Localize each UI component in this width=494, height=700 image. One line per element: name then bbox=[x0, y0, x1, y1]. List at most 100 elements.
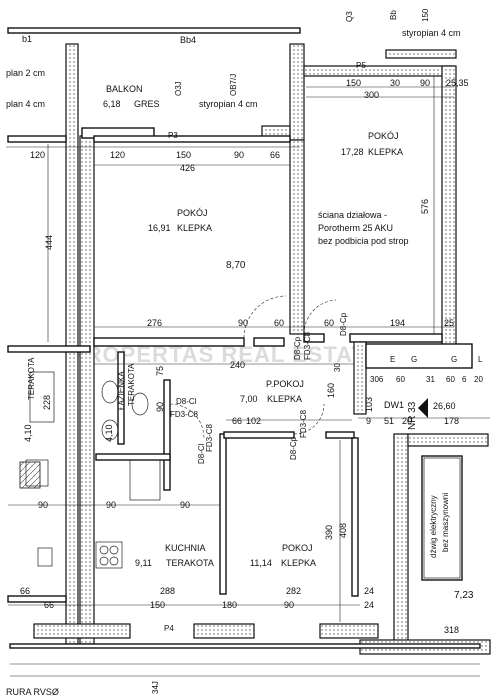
dim-90h: 90 bbox=[284, 600, 294, 610]
note-nr: NR 33 bbox=[407, 401, 418, 430]
balkon-area: 6,18 bbox=[103, 99, 121, 109]
balkon-finish: GRES bbox=[134, 99, 160, 109]
note-level1: 8,70 bbox=[226, 260, 246, 271]
dim-25-35: 25,35 bbox=[446, 78, 469, 88]
ppokoj-south-wall bbox=[223, 431, 295, 439]
left-bath-finish: TERAKOTA bbox=[27, 357, 36, 400]
left-strip bbox=[7, 135, 67, 143]
element-codes: Bb4 b1 P5 P3 P4 O3J OB7/J Q3 Bb 150 D8-C… bbox=[22, 8, 483, 694]
dim-276: 276 bbox=[147, 318, 162, 328]
dim-90f: 90 bbox=[106, 500, 116, 510]
pokoj-s-finish: KLEPKA bbox=[281, 558, 316, 568]
code-l1: L bbox=[478, 355, 483, 364]
dim-178: 178 bbox=[444, 416, 459, 426]
elevator-west-wall bbox=[393, 433, 409, 643]
south-wall-b bbox=[193, 623, 255, 639]
dim-60d: 60 bbox=[446, 375, 455, 384]
bath-partition bbox=[117, 351, 125, 445]
dim-150a: 150 bbox=[176, 150, 191, 160]
note-styropian-balcony: styropian 4 cm bbox=[199, 99, 258, 109]
notes: styropian 4 cm styropian 4 cm plan 2 cm … bbox=[6, 28, 474, 697]
code-d8a: D8-Cl bbox=[176, 397, 197, 406]
washbasin-a bbox=[101, 419, 119, 441]
dim-194: 194 bbox=[390, 318, 405, 328]
dim-150c: 150 bbox=[150, 600, 165, 610]
dim-66a: 66 bbox=[270, 150, 280, 160]
bath-north-wall bbox=[7, 345, 91, 353]
dim-120a: 120 bbox=[30, 150, 45, 160]
lazienka-finish: TERAKOTA bbox=[127, 363, 136, 406]
note-elevator-line2: bez maszynowni bbox=[441, 493, 450, 552]
fixtures bbox=[25, 371, 461, 579]
code-p4: P4 bbox=[164, 624, 174, 633]
pokoj-south-wall-c bbox=[303, 333, 325, 343]
door-swing-pokoj-s bbox=[293, 403, 325, 435]
dim-6: 6 bbox=[462, 375, 467, 384]
roof-strip bbox=[385, 49, 457, 59]
pokoj-ne-area: 17,28 bbox=[341, 147, 364, 157]
doors bbox=[169, 295, 337, 439]
toilet-b bbox=[131, 392, 149, 416]
east-wall bbox=[441, 65, 457, 349]
elevator-shaft bbox=[421, 455, 463, 581]
room-labels: BALKON 6,18 GRES POKÓJ 17,28 KLEPKA POKÓ… bbox=[27, 84, 456, 568]
burner-2 bbox=[109, 545, 119, 555]
door-swing-pokoj bbox=[243, 295, 287, 339]
kitchen-east-wall bbox=[219, 433, 227, 595]
dim-24a: 24 bbox=[364, 586, 374, 596]
dim-390: 390 bbox=[324, 525, 334, 540]
dim-9: 9 bbox=[366, 416, 371, 426]
dim-20b: 20 bbox=[474, 375, 483, 384]
dim-410a: 4,10 bbox=[23, 424, 33, 442]
dim-408: 408 bbox=[338, 523, 348, 538]
kuchnia-finish: TERAKOTA bbox=[166, 558, 214, 568]
pokoj-main-area: 16,91 bbox=[148, 223, 171, 233]
dim-426: 426 bbox=[180, 163, 195, 173]
dim-282: 282 bbox=[286, 586, 301, 596]
kitchen-counter bbox=[129, 459, 161, 501]
dim-30: 30 bbox=[390, 78, 400, 88]
dim-288: 288 bbox=[160, 586, 175, 596]
top-wall bbox=[7, 27, 301, 34]
kuchnia-area: 9,11 bbox=[135, 558, 152, 568]
burner-1 bbox=[99, 545, 109, 555]
pokoj-main-name: POKÓJ bbox=[177, 208, 208, 218]
pokoj-ne-finish: KLEPKA bbox=[368, 147, 403, 157]
dim-20: 20 bbox=[402, 416, 412, 426]
left-tile bbox=[19, 461, 41, 489]
code-b1: b1 bbox=[22, 34, 32, 44]
note-elevator-line1: dźwig elektryczny bbox=[429, 495, 438, 558]
dim-90d: 90 bbox=[155, 402, 165, 412]
balkon-name: BALKON bbox=[106, 84, 143, 94]
left-column-wall bbox=[65, 43, 79, 645]
note-level2: 7,23 bbox=[454, 590, 474, 601]
dim-318: 318 bbox=[444, 625, 459, 635]
dim-60c: 60 bbox=[396, 375, 405, 384]
note-plan-left-mid: plan 4 cm bbox=[6, 99, 45, 109]
dim-60b: 60 bbox=[324, 318, 334, 328]
wc-partition bbox=[163, 379, 171, 491]
dim-306: 306 bbox=[370, 375, 384, 384]
dim-180: 180 bbox=[222, 600, 237, 610]
dim-90g: 90 bbox=[180, 500, 190, 510]
dimension-values: 120 120 150 90 66 426 150 30 90 25,35 30… bbox=[20, 78, 483, 635]
bathtub bbox=[29, 371, 55, 423]
left-strip-b bbox=[7, 595, 67, 603]
code-g1: G bbox=[411, 355, 417, 364]
sink-left bbox=[25, 459, 49, 487]
code-o3j: O3J bbox=[174, 81, 183, 96]
dim-90c: 90 bbox=[238, 318, 248, 328]
code-150-top: 150 bbox=[421, 8, 430, 22]
dim-90b: 90 bbox=[420, 78, 430, 88]
dim-25: 25 bbox=[444, 318, 454, 328]
note-rura: RURA RVSØ bbox=[6, 687, 59, 697]
ppokoj-finish: KLEPKA bbox=[267, 394, 302, 404]
dim-410b: 4,10 bbox=[104, 424, 114, 442]
code-d8e: D8-Cp bbox=[339, 312, 348, 336]
dim-60a: 60 bbox=[274, 318, 284, 328]
dim-75: 75 bbox=[155, 366, 165, 376]
note-styropian-top: styropian 4 cm bbox=[402, 28, 461, 38]
code-fd3a: FD3-C8 bbox=[170, 410, 199, 419]
entry-arrow-icon bbox=[418, 398, 428, 418]
